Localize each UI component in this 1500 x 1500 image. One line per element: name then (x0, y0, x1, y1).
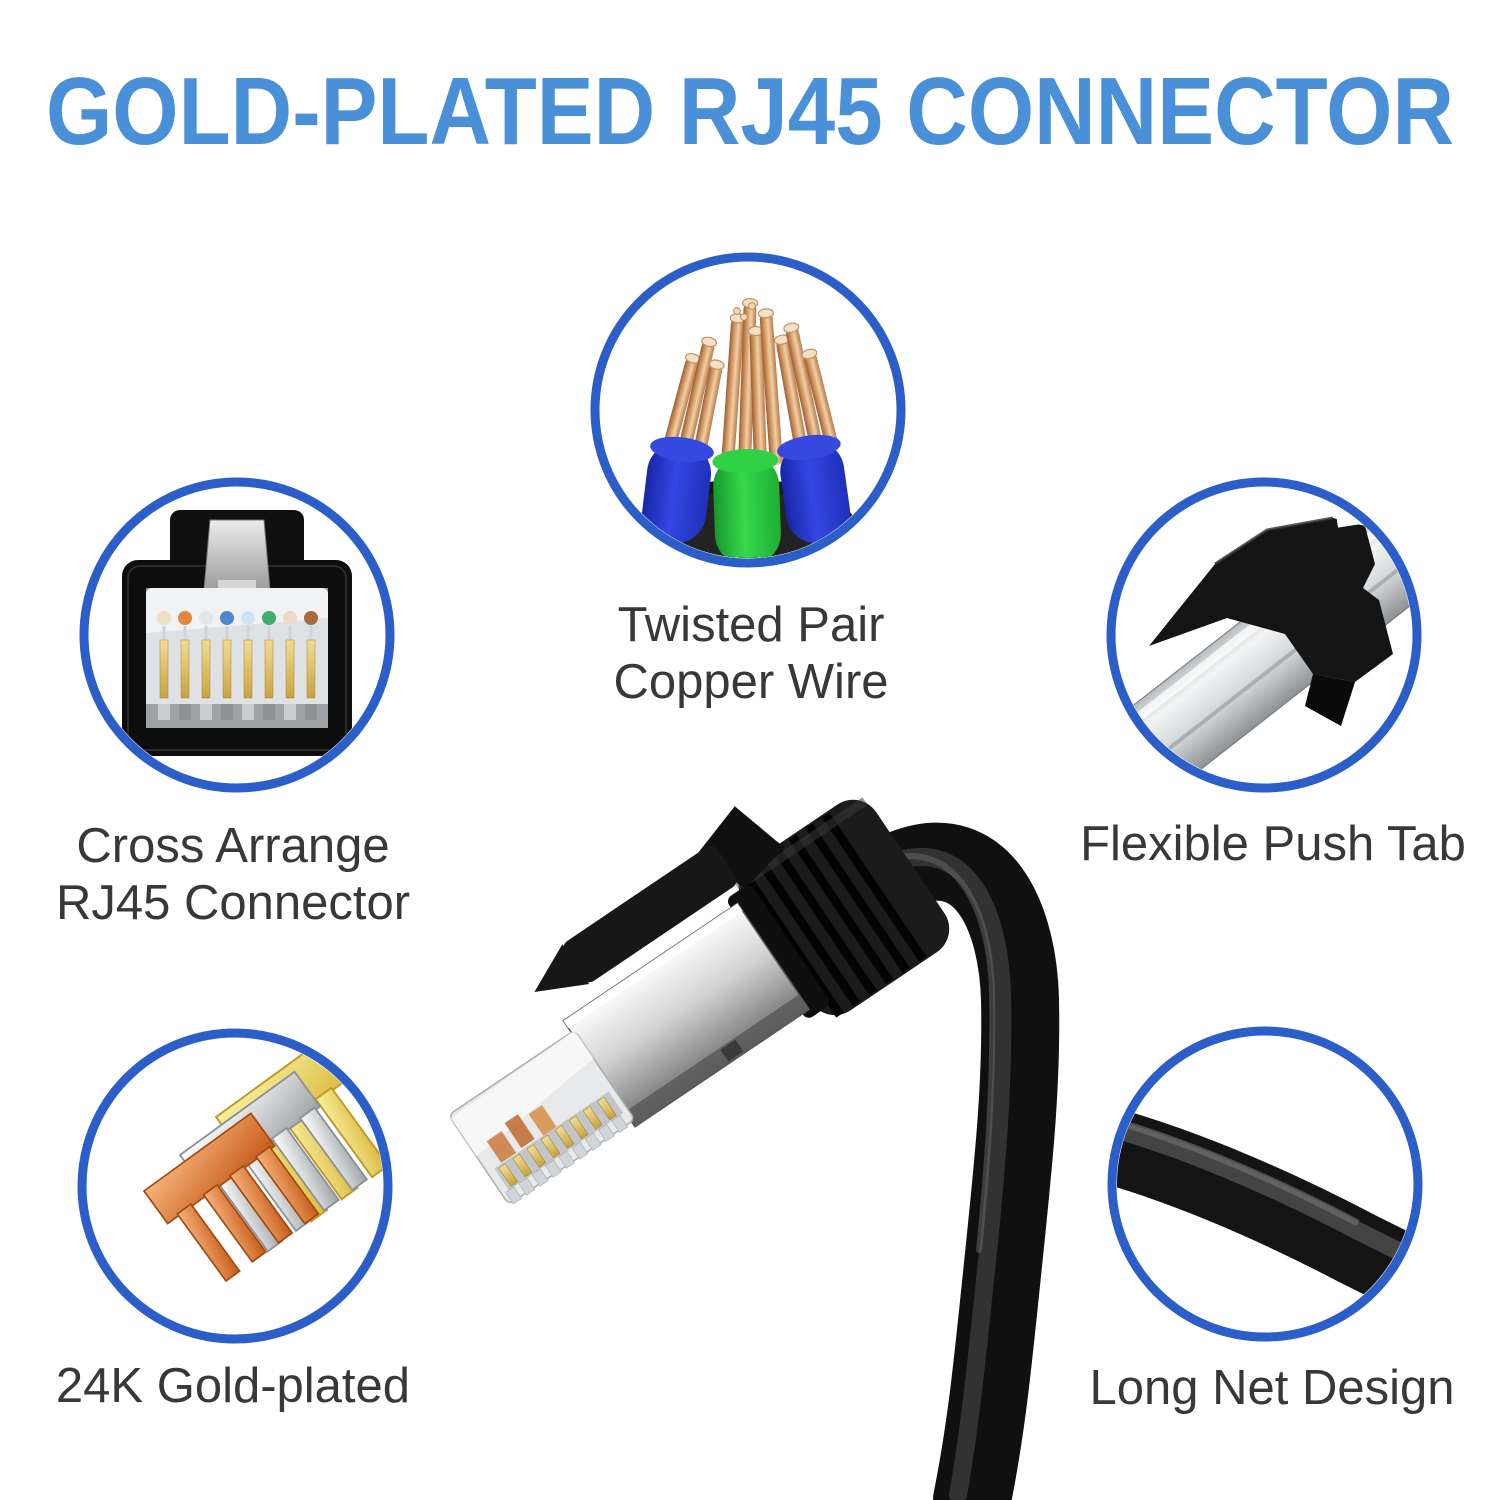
feature-label-line: Cross Arrange (76, 819, 390, 873)
feature-label-line: RJ45 Connector (55, 876, 411, 930)
metal-shield (562, 902, 811, 1128)
feature-label-line: Long Net Design (1089, 1361, 1455, 1415)
rj45-face-icon (122, 510, 352, 756)
latch-tab (534, 806, 785, 993)
feature-circle-long-net (1107, 1026, 1423, 1342)
feature-label-line: Flexible Push Tab (1080, 817, 1466, 871)
push-tab-icon (1116, 487, 1412, 783)
feature-circle-push-tab (1106, 477, 1422, 793)
feature-label-line: Copper Wire (613, 655, 889, 709)
feature-label-long-net: Long Net Design (1057, 1360, 1487, 1417)
pin-array (157, 611, 318, 699)
page-title-svg: GOLD-PLATED RJ45 CONNECTOR (46, 58, 1454, 165)
feature-label-push-tab: Flexible Push Tab (1058, 816, 1488, 873)
feature-label-line: 24K Gold-plated (55, 1359, 411, 1413)
cable-closeup-icon (1117, 1097, 1413, 1332)
feature-circle-cross-arrange (79, 477, 395, 793)
cable (866, 822, 1060, 1500)
feature-label-cross-arrange: Cross Arrange RJ45 Connector (33, 818, 433, 932)
feature-circle-twisted-pair (590, 252, 906, 568)
boot (727, 797, 950, 1018)
feature-label-line: Twisted Pair (617, 598, 885, 652)
copper-comb (142, 1112, 320, 1283)
rj45-plug (450, 797, 950, 1205)
page-title: GOLD-PLATED RJ45 CONNECTOR (46, 58, 1454, 165)
clear-tip (450, 1030, 634, 1205)
feature-circle-gold-plated (77, 1028, 393, 1344)
feature-label-twisted-pair: Twisted Pair Copper Wire (561, 597, 941, 711)
feature-label-gold-plated: 24K Gold-plated (33, 1358, 433, 1415)
serrated-edge (158, 704, 317, 720)
